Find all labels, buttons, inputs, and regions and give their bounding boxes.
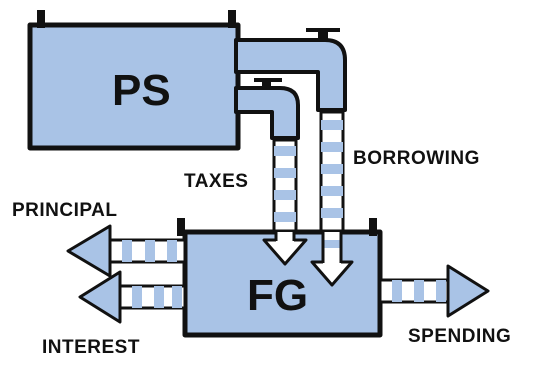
principal-label: PRINCIPAL — [12, 200, 117, 222]
arrow-left-icon — [80, 272, 120, 322]
spending-flow — [380, 266, 488, 316]
arrow-right-icon — [448, 266, 488, 316]
arrow-left-icon — [68, 226, 110, 276]
fg-label: FG — [247, 271, 308, 320]
ps-tank: PS — [30, 10, 238, 148]
spending-label: SPENDING — [408, 326, 511, 348]
principal-flow — [68, 226, 185, 276]
ps-label: PS — [112, 66, 171, 115]
interest-flow — [80, 272, 185, 322]
interest-label: INTEREST — [42, 337, 140, 359]
tank-post — [177, 218, 185, 236]
taxes-label: TAXES — [184, 171, 248, 193]
borrowing-label: BORROWING — [353, 148, 480, 170]
